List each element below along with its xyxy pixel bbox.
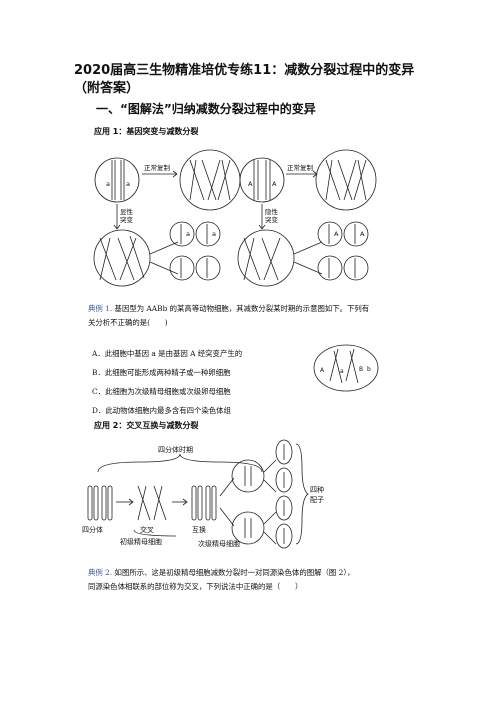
gene-label: A [248,180,253,188]
gene-label: A [272,180,277,188]
gene-label: A [360,230,365,238]
example-2-label: 典例 2. [88,568,113,577]
example-1-label: 典例 1. [88,304,113,313]
gene-label: a [106,180,110,188]
application-2-heading: 应用 2：交叉互换与减数分裂 [94,421,199,430]
gene-label: b [367,366,371,373]
figure-crossing-over: 四分体时期 四分体 交叉 互换 初级精母细胞 次级精母细胞 四种 配子 [82,439,324,549]
gene-label: a [340,368,344,375]
gametes-label: 四种 [310,485,324,494]
right-copy-label: 正常复制 [287,163,314,172]
document-title: 2020届高三生物精准培优专练11：减数分裂过程中的变异 （附答案） [74,62,434,98]
left-copy-label: 正常复制 [144,163,171,172]
option-c: C．此细胞为次级精母细胞或次级卵母细胞 [92,387,231,396]
left-mutation-label: 显性 [120,207,134,216]
left-mutation-label-2: 突变 [120,215,134,224]
example-1-text-2: 关分析不正确的是( ) [88,318,168,327]
gametes-label-2: 配子 [310,496,324,504]
figure-cell: A a B b [313,344,379,392]
example-2-paragraph: 典例 2. 如图所示、这是初级精母细胞减数分裂时一对同源染色体的图解（图 2）， [88,566,428,579]
primary-label: 初级精母细胞 [120,537,162,546]
cross-label: 交叉 [140,525,154,534]
gene-label: a [212,230,216,238]
example-2-text-1: 如图所示、这是初级精母细胞减数分裂时一对同源染色体的图解（图 2）， [114,568,355,577]
title-line-2: （附答案） [74,81,140,96]
section-heading-1: 一、“图解法”归纳减数分裂过程中的变异 [96,102,316,116]
application-1-heading: 应用 1：基因突变与减数分裂 [94,127,199,136]
title-line-1: 2020届高三生物精准培优专练11：减数分裂过程中的变异 [74,63,415,78]
right-mutation-label-2: 突变 [265,215,279,224]
exchange-label: 互换 [192,525,206,534]
tetrad-label: 四分体 [82,525,103,534]
example-1-text-1: 基因型为 AABb 的某高等动物细胞，其减数分裂某时期的示意图如下。下列有 [114,304,370,313]
option-d: D．此动物体细胞内最多含有四个染色体组 [92,406,231,415]
gene-label: A [334,230,339,238]
gene-label: B [359,366,363,373]
gene-label: a [126,180,130,188]
option-a: A．此细胞中基因 a 是由基因 A 经突变产生的 [92,349,243,358]
secondary-label: 次级精母细胞 [198,539,240,548]
gene-label: a [186,230,190,238]
figure-gene-mutation: 正常复制 显性 突变 正常复制 隐性 突变 a a a a A A A A [93,149,377,287]
option-b: B．此细胞可能形成两种精子或一种卵细胞 [92,368,231,377]
example-2-text-2: 同源染色体相联系的部位称为交叉，下列说法中正确的是（ ） [88,582,303,591]
example-1-paragraph: 典例 1. 基因型为 AABb 的某高等动物细胞，其减数分裂某时期的示意图如下。… [88,302,428,315]
period-label: 四分体时期 [158,445,193,454]
gene-label: A [320,367,325,374]
right-mutation-label: 隐性 [265,207,279,216]
